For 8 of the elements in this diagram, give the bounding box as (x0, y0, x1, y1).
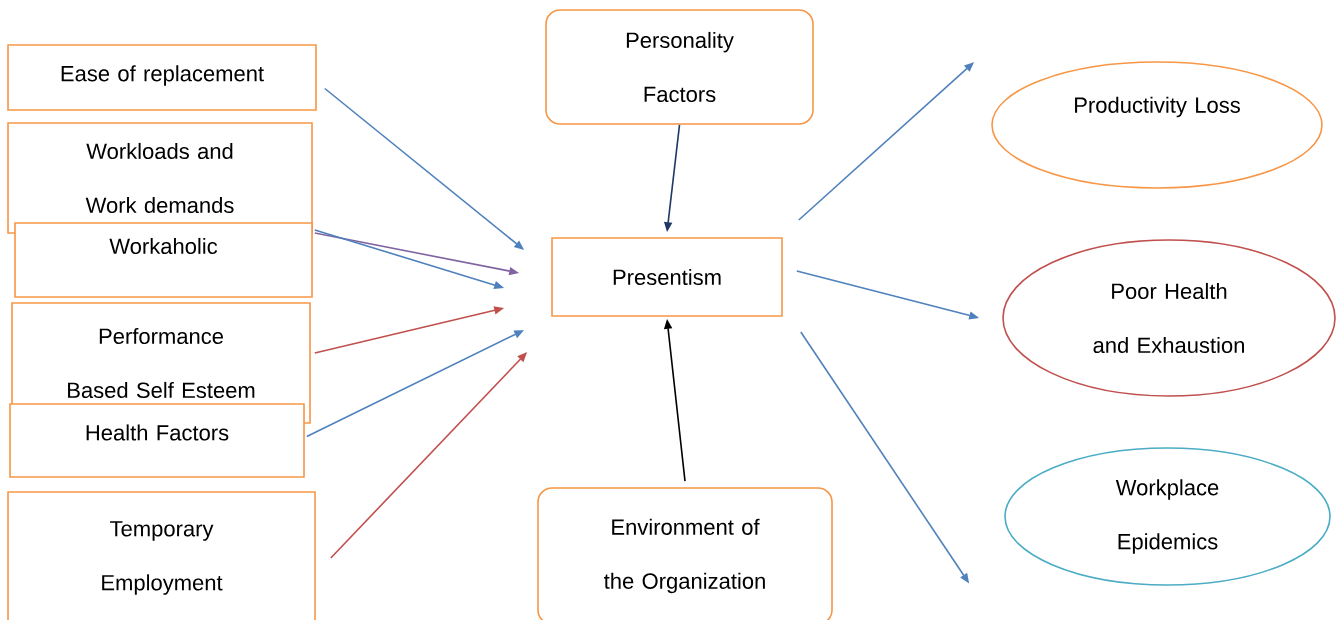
factor-box: Temporary Employment (7, 491, 316, 620)
rounded-box: Environment of the Organization (537, 487, 833, 620)
factor-box: Ease of replacement (7, 44, 317, 111)
factor-box: Workaholic (14, 222, 313, 298)
factor-box: Presentism (551, 237, 783, 317)
factor-box: Health Factors (9, 403, 305, 478)
rounded-box: Personality Factors (545, 9, 814, 125)
factor-box: Workloads and Work demands (7, 122, 313, 234)
